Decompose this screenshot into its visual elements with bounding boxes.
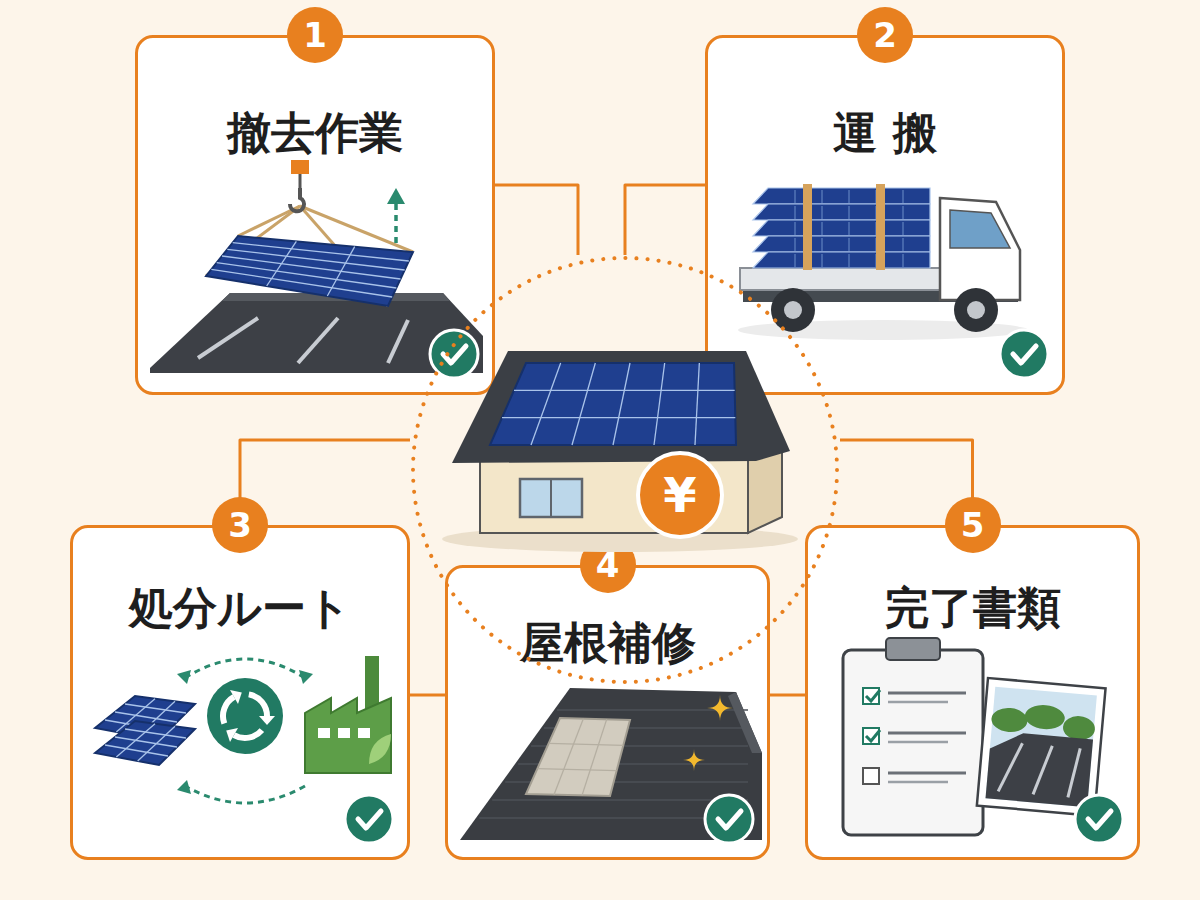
factory — [305, 698, 391, 773]
house-roof — [452, 351, 790, 463]
cost-center: ¥ — [410, 255, 840, 685]
step-title: 完了書類 — [808, 581, 1137, 635]
repair-patch — [526, 718, 630, 796]
step-card: 4屋根補修 — [445, 565, 770, 860]
strap — [876, 184, 885, 270]
step-number: 2 — [857, 7, 913, 63]
step-title: 運 搬 — [708, 106, 1062, 160]
step-number: 3 — [212, 497, 268, 553]
step-number-text: 3 — [228, 505, 252, 545]
step-number-text: 1 — [303, 15, 327, 55]
checkbox — [863, 728, 879, 744]
step-number: 1 — [287, 7, 343, 63]
check-badge — [1000, 330, 1048, 378]
wheel — [954, 288, 998, 332]
solar-panel — [95, 721, 195, 765]
leaf — [369, 734, 391, 764]
step-number: 5 — [945, 497, 1001, 553]
stacked-panel — [753, 188, 930, 204]
sparkle — [683, 749, 705, 771]
mount-rail — [388, 320, 408, 363]
sparkle — [707, 695, 733, 721]
connector-line — [770, 694, 805, 697]
step-card: 5完了書類 — [805, 525, 1140, 860]
check-badge — [345, 795, 393, 843]
crane-hook — [290, 188, 304, 211]
truck-bed — [740, 268, 940, 290]
connector-line — [625, 185, 705, 255]
strap — [803, 184, 812, 270]
step-number-text: 5 — [961, 505, 985, 545]
yen-badge: ¥ — [636, 451, 724, 539]
clipboard — [843, 650, 983, 835]
connector-line — [240, 440, 410, 525]
house-window — [520, 479, 582, 517]
check-badge — [705, 795, 753, 843]
step-title: 撤去作業 — [138, 106, 492, 160]
checkbox — [863, 768, 879, 784]
stacked-panel — [753, 236, 930, 252]
connector-line — [495, 185, 578, 255]
illustration — [448, 568, 773, 863]
illustration — [138, 38, 498, 398]
stacked-panel — [753, 252, 930, 268]
crane-block — [291, 160, 309, 174]
flow-arrow — [185, 659, 305, 678]
checkbox — [863, 688, 879, 704]
solar-panel — [206, 236, 413, 306]
roof — [460, 688, 762, 840]
wheel — [771, 288, 815, 332]
illustration — [410, 255, 840, 685]
step-title: 処分ルート — [73, 581, 407, 635]
stacked-panel — [753, 220, 930, 236]
dotted-ring — [413, 258, 837, 682]
lift-arrow — [394, 200, 398, 243]
step-title: 屋根補修 — [448, 616, 767, 670]
step-number-text: 2 — [873, 15, 897, 55]
step-card: 3処分ルート — [70, 525, 410, 860]
check-badge — [430, 330, 478, 378]
recycle-symbol — [207, 678, 283, 754]
truck-cab — [940, 198, 1020, 300]
step-card: 2運 搬 — [705, 35, 1065, 395]
stacked-panel — [753, 204, 930, 220]
illustration — [808, 528, 1143, 863]
illustration — [708, 38, 1068, 398]
illustration — [73, 528, 413, 863]
check-badge — [1075, 795, 1123, 843]
mount-rail — [198, 318, 258, 358]
step-card: 1撤去作業 — [135, 35, 495, 395]
connector-line — [410, 694, 445, 697]
flow-arrow — [185, 786, 305, 803]
solar-panel — [490, 363, 736, 445]
mount-rail — [298, 318, 338, 363]
photo — [977, 678, 1106, 816]
